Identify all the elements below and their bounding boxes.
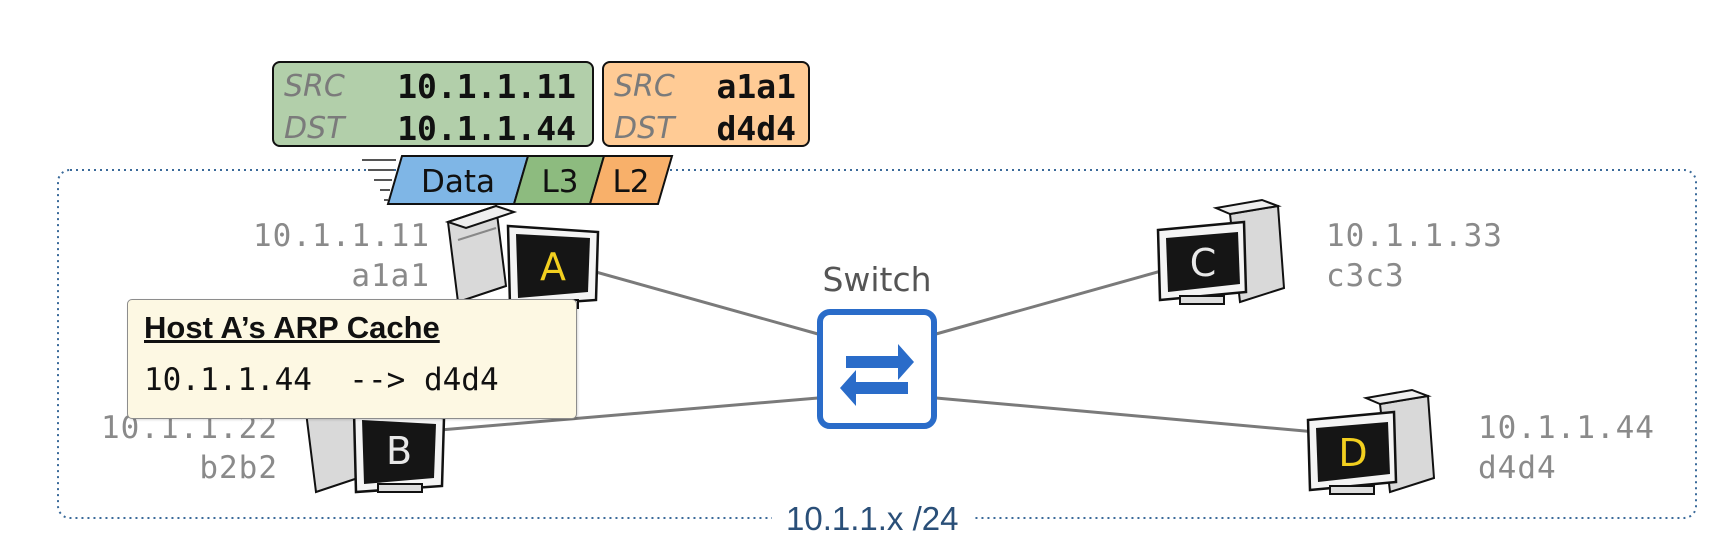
link-d-switch <box>935 396 1317 434</box>
host-b-label: 10.1.1.22 b2b2 <box>60 408 278 488</box>
computer-b-letter: B <box>386 429 412 473</box>
arp-cache-box: Host A’s ARP Cache 10.1.1.44 --> d4d4 <box>127 299 577 419</box>
l3-src-key: SRC <box>284 68 345 104</box>
subnet-label: 10.1.1.x /24 <box>772 500 973 538</box>
computer-a-letter: A <box>540 245 566 289</box>
subnet-boundary <box>57 169 1697 519</box>
packet-l2-segment <box>588 155 674 205</box>
packet-motion-lines <box>362 159 396 201</box>
computer-a-icon <box>444 204 600 309</box>
computer-d-letter: D <box>1338 431 1367 475</box>
host-d-ip: 10.1.1.44 <box>1478 410 1655 446</box>
l2-src-value: a1a1 <box>716 66 796 106</box>
host-a-mac: a1a1 <box>351 258 430 294</box>
link-c-switch <box>935 266 1173 336</box>
l3-dst-value: 10.1.1.44 <box>397 108 576 148</box>
host-c-mac: c3c3 <box>1326 258 1405 294</box>
l2-header-box: SRC a1a1 DST d4d4 <box>602 61 810 148</box>
host-d-mac: d4d4 <box>1478 450 1557 486</box>
l3-header-box: SRC 10.1.1.11 DST 10.1.1.44 <box>272 61 594 148</box>
computer-c-icon <box>1156 198 1286 305</box>
host-d-label: 10.1.1.44 d4d4 <box>1478 408 1718 488</box>
link-a-switch <box>559 260 819 336</box>
host-b-mac: b2b2 <box>199 450 278 486</box>
l3-dst-key: DST <box>284 110 345 146</box>
switch-label: Switch <box>822 260 932 299</box>
computer-d-icon <box>1306 388 1436 495</box>
arp-cache-entry: 10.1.1.44 --> d4d4 <box>144 362 499 398</box>
host-c-ip: 10.1.1.33 <box>1326 218 1503 254</box>
l2-dst-value: d4d4 <box>716 108 796 148</box>
l3-src-value: 10.1.1.11 <box>397 66 576 106</box>
host-a-label: 10.1.1.11 a1a1 <box>200 216 430 296</box>
packet-l2-label: L2 <box>613 164 650 200</box>
host-a-ip: 10.1.1.11 <box>253 218 430 254</box>
packet-data-label: Data <box>421 164 495 200</box>
l2-src-key: SRC <box>614 68 675 104</box>
arp-cache-title: Host A’s ARP Cache <box>144 310 440 345</box>
computer-c-letter: C <box>1190 241 1217 285</box>
l2-dst-key: DST <box>614 110 675 146</box>
host-c-label: 10.1.1.33 c3c3 <box>1326 216 1566 296</box>
switch-icon <box>817 309 937 429</box>
packet-l3-label: L3 <box>542 164 579 200</box>
link-b-switch <box>439 396 819 432</box>
